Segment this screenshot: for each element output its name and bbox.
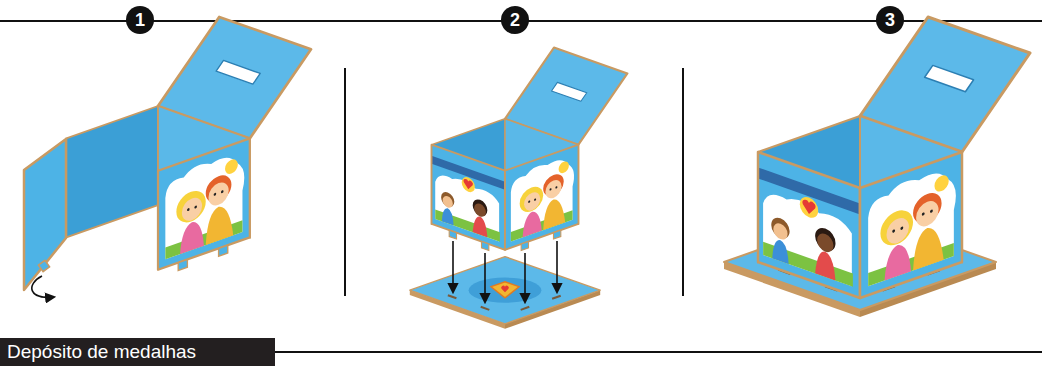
step-number: 2 (501, 6, 529, 34)
front-panel (860, 152, 962, 298)
footer-rule (275, 351, 1042, 353)
fold-arrow (32, 276, 54, 297)
step-circle (126, 6, 154, 34)
front-panel (505, 145, 578, 250)
side-panel (758, 152, 860, 298)
folding-side-panel (24, 139, 66, 290)
node-text: Depósito de medalhas (7, 342, 196, 363)
insert-arrow (484, 253, 486, 302)
tab (38, 260, 49, 271)
front-panel (158, 138, 250, 269)
step-number: 1 (126, 6, 154, 34)
insert-arrow (556, 241, 558, 292)
step-circle (501, 6, 529, 34)
node-text: 2 (501, 6, 529, 34)
step-two-box (432, 48, 628, 251)
base-plate (410, 257, 600, 329)
panel-tabs (178, 245, 228, 270)
node-text: 1 (126, 6, 154, 34)
step-number: 3 (876, 6, 904, 34)
title-band: Depósito de medalhas (0, 338, 275, 366)
insert-arrow (524, 253, 526, 302)
panel-tabs (449, 230, 489, 250)
step-two-plate (410, 257, 600, 329)
node-text: 3 (876, 6, 904, 34)
insert-arrow (452, 241, 454, 292)
step-one-box (66, 17, 311, 271)
side-panel (432, 145, 505, 250)
step-circle (876, 6, 904, 34)
step-three-box (724, 17, 1030, 317)
panel-tabs (521, 230, 561, 250)
step-divider (344, 68, 346, 296)
step-divider (682, 68, 684, 296)
